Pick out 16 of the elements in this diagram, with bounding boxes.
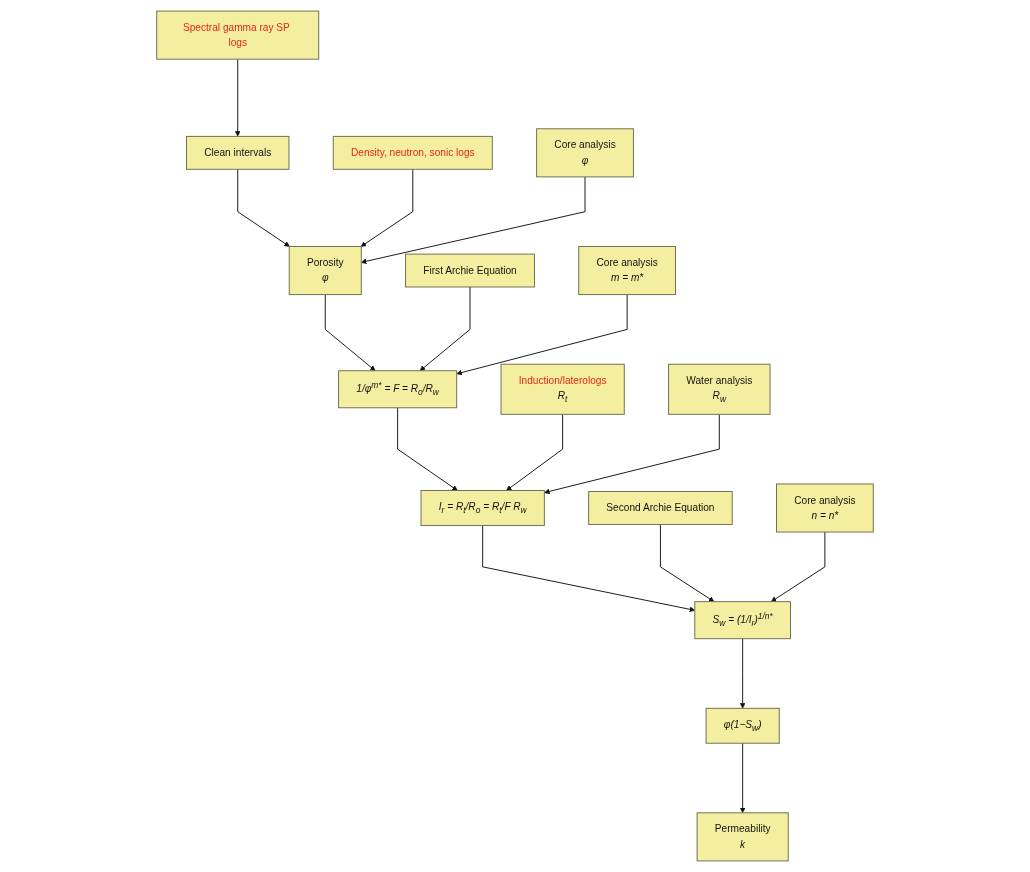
node-box: Clean intervals <box>186 135 290 170</box>
node-box: I$_{r}$ = R$_{t}$/R$_{o}$ = R$_{t}$/F R$_{w}$ <box>420 490 545 526</box>
node-box: Second Archie Equation <box>588 491 733 525</box>
node-box: Induction/laterologs R$_{t}$ <box>500 363 625 415</box>
node-box: Core analysis φ <box>536 128 634 178</box>
node-box: Core analysis m = m* <box>578 246 676 296</box>
node-box: Water analysis R$_{w}$ <box>668 363 771 415</box>
node-box: S$_{w}$ = (1/I$_{r}$)$^{1/n*}$ <box>694 601 791 640</box>
node-box: φ(1−S$_{w}$) <box>705 707 780 744</box>
node-box: 1/φ$^{m*}$ = F = R$_{o}$/R$_{w}$ <box>338 370 458 409</box>
node-box: First Archie Equation <box>405 253 535 288</box>
node-box: Density, neutron, sonic logs <box>332 135 493 170</box>
node-box: Core analysis n = n* <box>776 483 874 533</box>
node-box: Permeability k <box>696 812 789 862</box>
node-box: Spectral gamma ray SP logs <box>156 10 320 60</box>
node-box: Porosity φ <box>288 246 362 296</box>
